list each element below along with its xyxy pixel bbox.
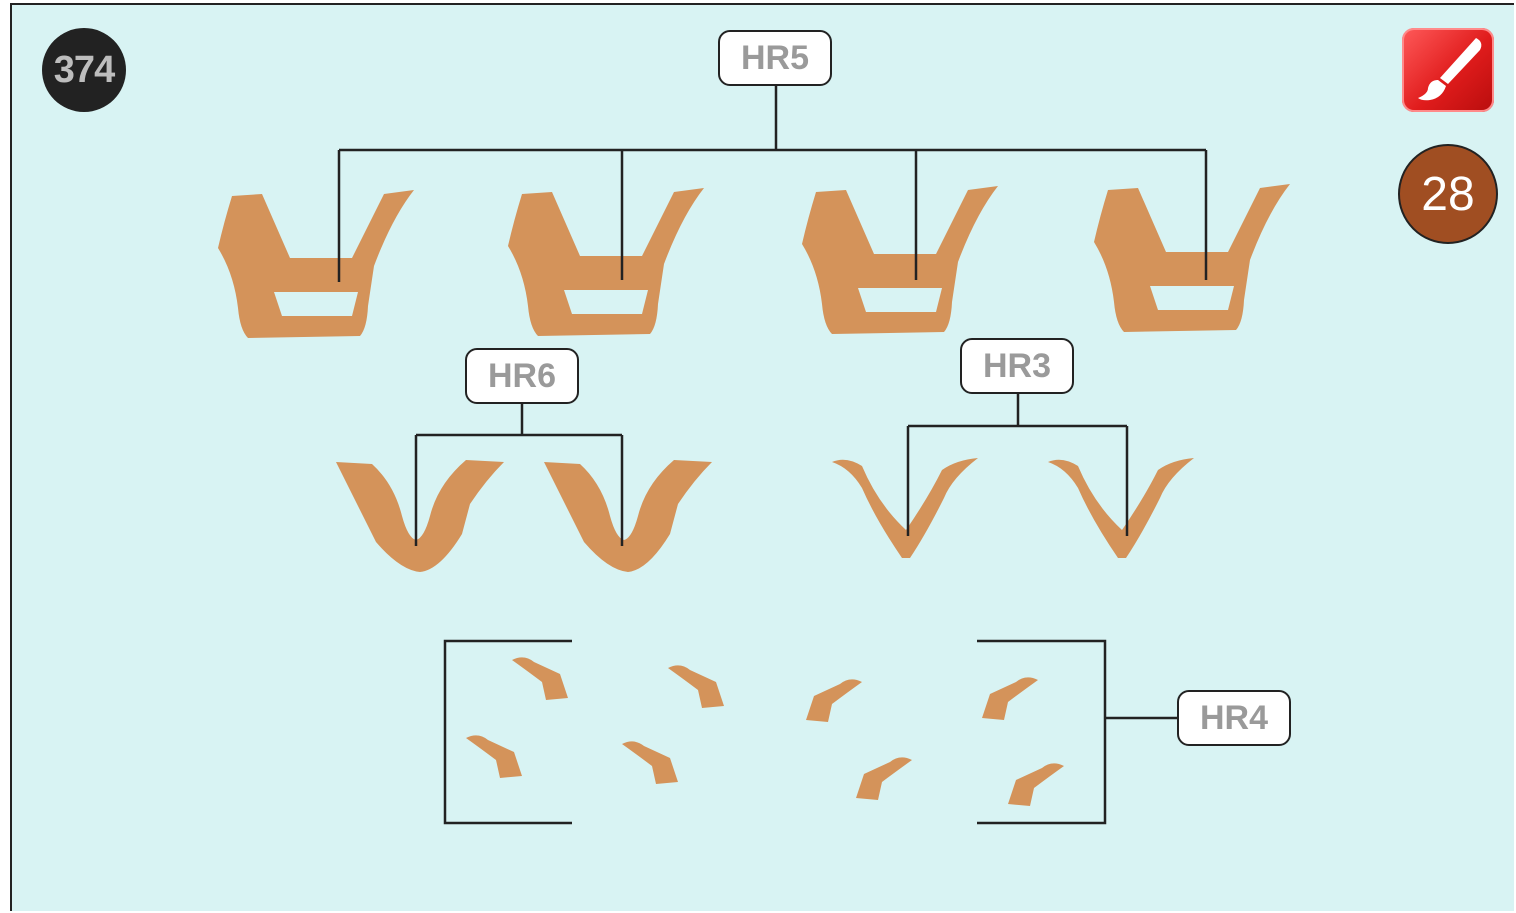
hr4-part	[1008, 763, 1064, 806]
paint-button[interactable]	[1402, 28, 1494, 112]
leader-lines	[337, 86, 1208, 825]
hr3-part	[832, 458, 978, 558]
step-number-badge: 28	[1398, 144, 1498, 244]
page-frame	[10, 3, 1514, 911]
label-hr3: HR3	[960, 338, 1074, 394]
hr4-part	[466, 735, 522, 778]
hr4-part	[512, 657, 568, 700]
hr6-parts	[336, 460, 712, 572]
hr3-parts	[832, 458, 1194, 558]
hr6-part	[544, 460, 712, 572]
hr5-part	[802, 186, 998, 334]
paintbrush-icon	[1418, 38, 1482, 101]
page-number: 374	[42, 28, 126, 112]
hr4-parts	[466, 657, 1064, 806]
hr5-parts	[218, 184, 1290, 338]
hr6-part	[336, 460, 504, 572]
label-hr5: HR5	[718, 30, 832, 86]
hr4-part	[668, 665, 724, 708]
hr5-part	[1094, 184, 1290, 332]
label-hr4: HR4	[1177, 690, 1291, 746]
hr4-part	[806, 679, 862, 722]
hr4-part	[982, 677, 1038, 720]
hr5-part	[508, 188, 704, 336]
hr4-part	[856, 757, 912, 800]
hr3-part	[1048, 458, 1194, 558]
hr5-part	[218, 190, 414, 338]
hr4-part	[622, 741, 678, 784]
label-hr6: HR6	[465, 348, 579, 404]
